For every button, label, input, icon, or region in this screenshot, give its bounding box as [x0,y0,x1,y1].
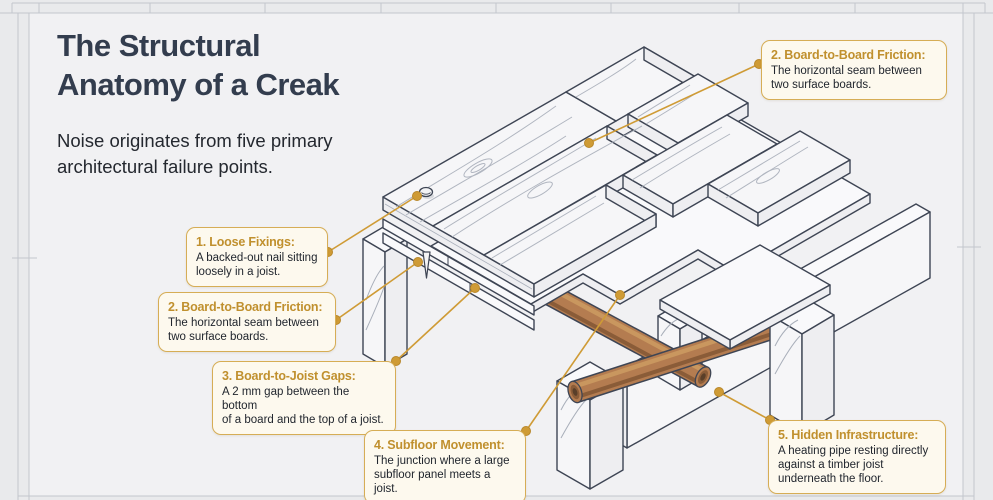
wood-grain [395,58,809,266]
callout-friction-left: 2. Board-to-Board Friction: The horizont… [158,292,336,352]
leader-dot-icon [470,283,480,293]
leader-dot-icon [413,257,423,267]
subfloor-panel [659,244,831,350]
leader-line [525,294,621,432]
callout-heading: 1. Loose Fixings: [196,235,295,249]
floorboards [382,46,851,298]
callout-body: A backed-out nail sitting loosely in a j… [196,252,318,278]
callout-subfloor-movement: 4. Subfloor Movement: The junction where… [364,430,526,500]
callout-board-to-joist-gaps: 3. Board-to-Joist Gaps: A 2 mm gap betwe… [212,361,396,435]
joist [769,295,835,435]
page-subtitle: Noise originates from five primary archi… [57,130,333,177]
underlay-edge-layers [382,218,535,331]
leader-dot-icon [615,290,625,300]
callout-heading: 4. Subfloor Movement: [374,438,505,452]
callout-heading: 5. Hidden Infrastructure: [778,428,919,442]
nail-spike-icon [422,251,431,279]
callout-body: A heating pipe resting directly against … [778,445,929,485]
callout-body: A 2 mm gap between the bottom of a board… [222,386,384,426]
callout-body: The junction where a large subfloor pane… [374,455,510,495]
callout-loose-fixings: 1. Loose Fixings: A backed-out nail sitt… [186,227,328,287]
callout-heading: 2. Board-to-Board Friction: [771,48,926,62]
leader-line [327,195,418,253]
callout-heading: 3. Board-to-Joist Gaps: [222,369,356,383]
leader-line [718,391,771,421]
leader-dot-icon [714,387,724,397]
callout-body: The horizontal seam between two surface … [771,65,922,91]
leader-line [588,63,760,144]
leader-line [395,287,476,362]
callout-hidden-infrastructure: 5. Hidden Infrastructure: A heating pipe… [768,420,946,494]
callout-body: The horizontal seam between two surface … [168,317,319,343]
callout-friction-top-right: 2. Board-to-Board Friction: The horizont… [761,40,947,100]
page-title: The Structural Anatomy of a Creak [57,28,340,102]
leader-dot-icon [584,138,594,148]
leader-dot-icon [412,191,422,201]
callout-heading: 2. Board-to-Board Friction: [168,300,323,314]
leader-line [335,261,419,321]
